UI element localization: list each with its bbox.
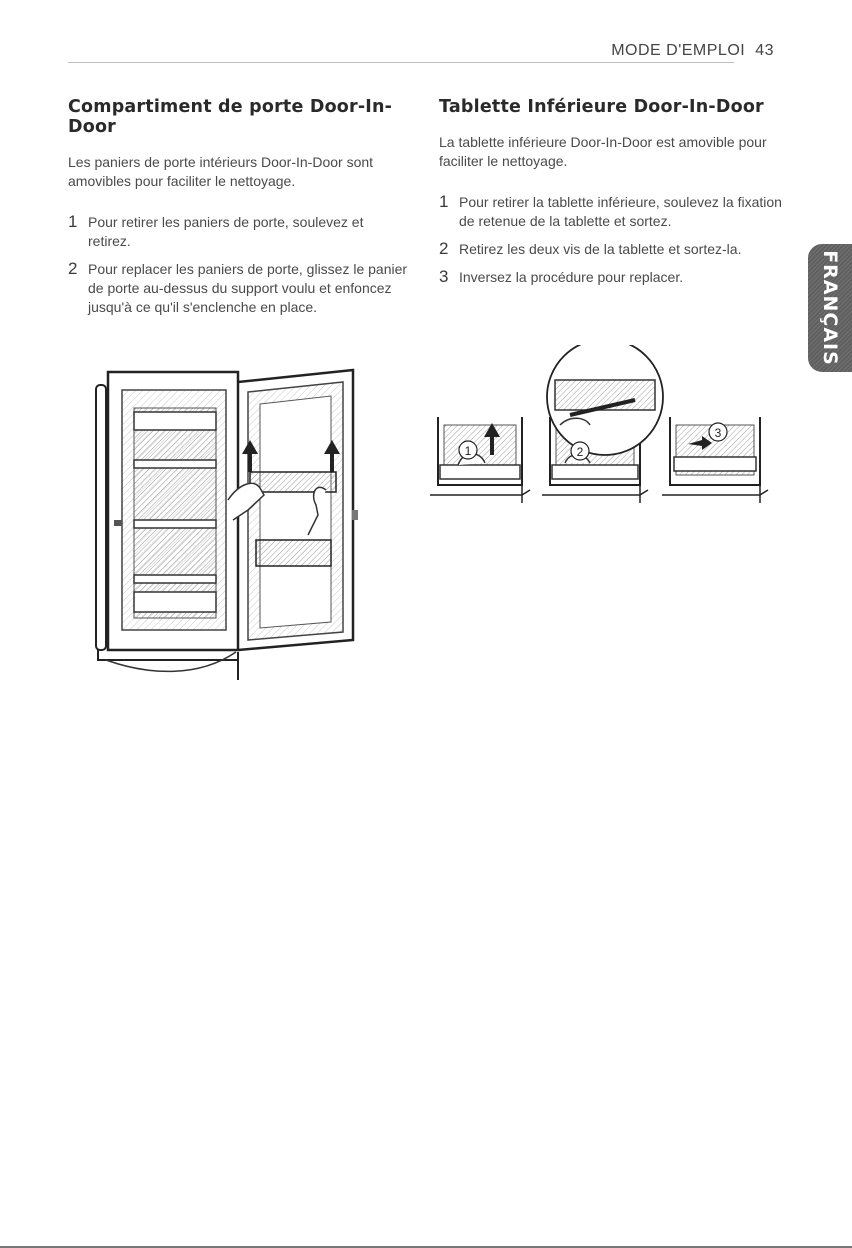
right-title: Tablette Inférieure Door-In-Door (439, 97, 764, 117)
callout-1-label: 1 (465, 444, 472, 458)
left-title: Compartiment de porte Door-In-Door (68, 97, 393, 137)
step-text: Inversez la procédure pour replacer. (459, 269, 684, 285)
right-intro: La tablette inférieure Door-In-Door est … (439, 134, 767, 169)
bottom-rule (0, 1246, 852, 1248)
step-number: 1 (439, 192, 449, 211)
step-number: 2 (68, 259, 78, 278)
step-text: Pour retirer les paniers de porte, soule… (88, 214, 364, 249)
callout-1: 1 (458, 440, 478, 460)
left-step-1: 1 Pour retirer les paniers de porte, sou… (68, 212, 408, 251)
step-number: 1 (68, 212, 78, 231)
page-number: 43 (755, 42, 774, 59)
fridge-door-illustration (95, 368, 358, 680)
step-panel-2 (542, 345, 664, 503)
callout-3-label: 3 (715, 426, 722, 440)
left-column: Compartiment de porte Door-In-Door Les p… (68, 97, 408, 326)
header-section: MODE D'EMPLOI (611, 42, 746, 59)
step-panel-1 (430, 417, 531, 503)
right-column: Tablette Inférieure Door-In-Door La tabl… (439, 97, 784, 296)
step-number: 2 (439, 239, 449, 258)
step-panel-3 (662, 417, 769, 503)
callout-2-label: 2 (577, 445, 584, 459)
right-step-1: 1 Pour retirer la tablette inférieure, s… (439, 192, 784, 231)
shelf-removal-illustration: 1 2 3 (430, 345, 769, 503)
header-rule (68, 62, 734, 63)
step-text: Pour retirer la tablette inférieure, sou… (459, 194, 782, 229)
step-text: Pour replacer les paniers de porte, glis… (88, 261, 408, 315)
callout-3: 3 (708, 422, 728, 442)
language-tab: FRANÇAIS (808, 244, 852, 372)
step-number: 3 (439, 267, 449, 286)
right-step-2: 2 Retirez les deux vis de la tablette et… (439, 239, 784, 259)
left-intro: Les paniers de porte intérieurs Door-In-… (68, 154, 374, 189)
language-tab-label: FRANÇAIS (819, 250, 841, 366)
left-step-2: 2 Pour replacer les paniers de porte, gl… (68, 259, 408, 317)
right-step-3: 3 Inversez la procédure pour replacer. (439, 267, 784, 287)
step-text: Retirez les deux vis de la tablette et s… (459, 241, 742, 257)
page-header: MODE D'EMPLOI 43 (68, 42, 774, 64)
callout-2: 2 (570, 441, 590, 461)
header-text: MODE D'EMPLOI 43 (611, 42, 774, 60)
